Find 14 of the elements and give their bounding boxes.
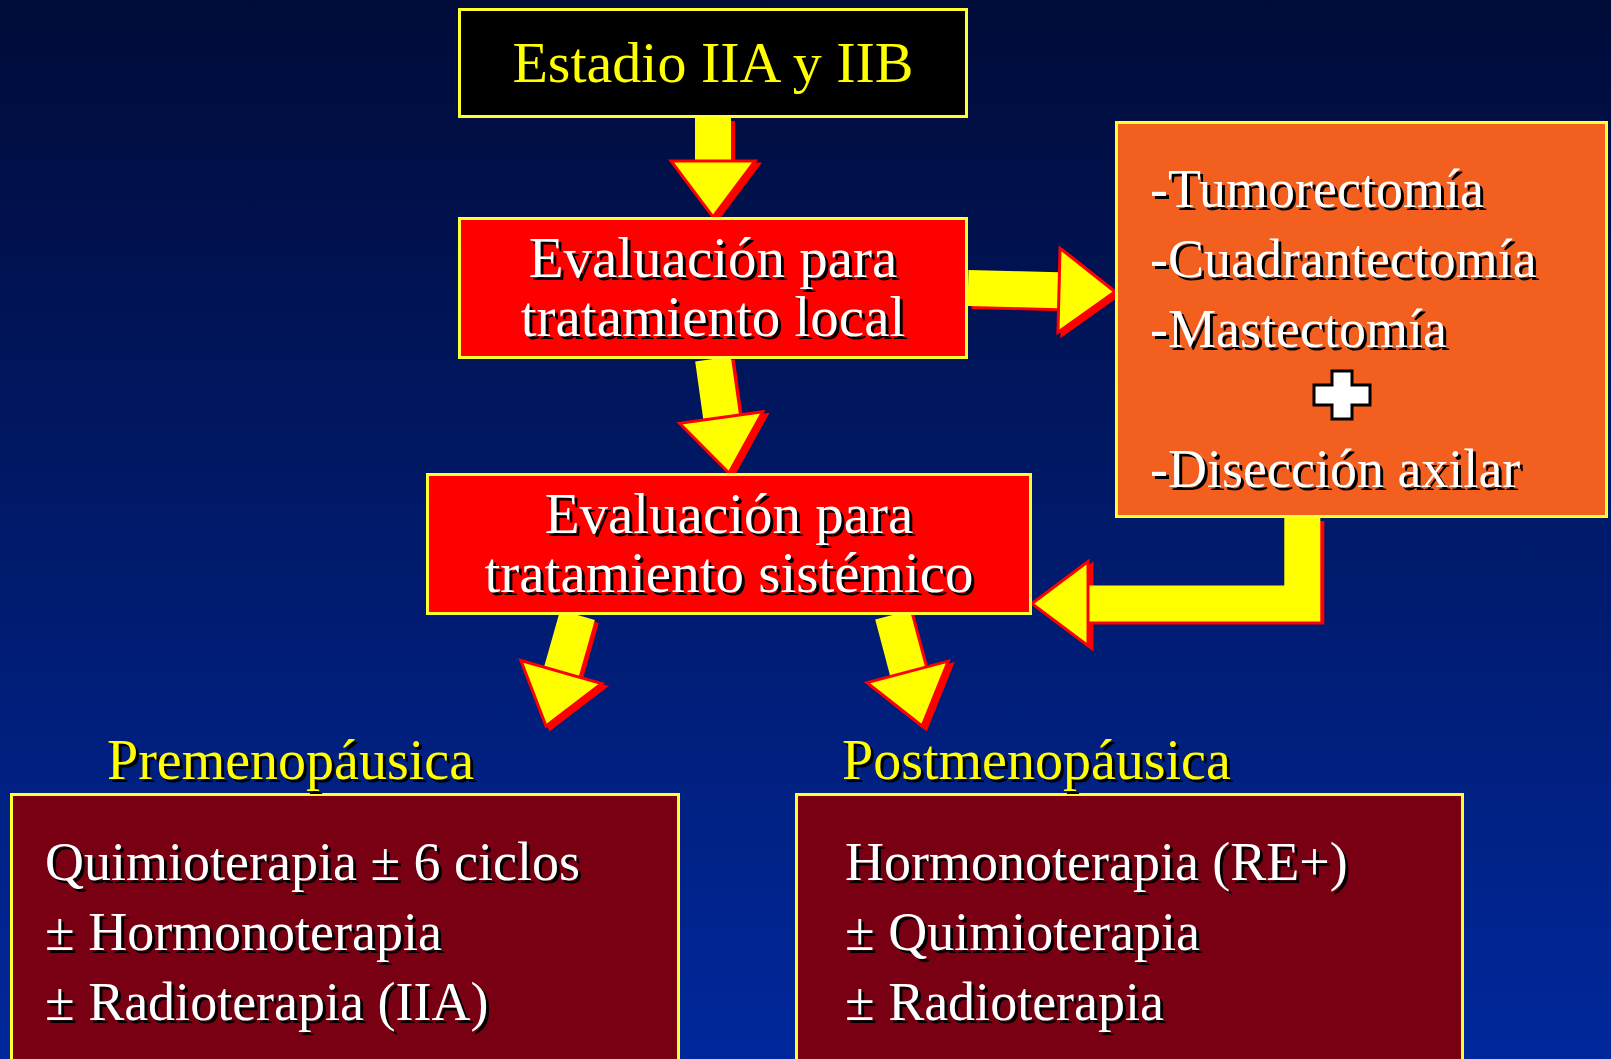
node-label: Estadio IIA y IIB	[511, 33, 915, 93]
block-arrow	[669, 118, 757, 219]
block-arrow	[967, 246, 1117, 334]
procedure-item: -Disección axilar	[1150, 442, 1521, 496]
procedure-item: -Tumorectomía	[1150, 162, 1484, 216]
block-arrow	[1030, 518, 1321, 648]
node-label: Evaluación para tratamiento sistémico	[483, 485, 975, 603]
procedure-box	[1115, 121, 1608, 518]
procedure-item: -Cuadrantectomía	[1150, 232, 1537, 286]
procedure-item: -Mastectomía	[1150, 302, 1447, 356]
stage-box	[458, 8, 968, 118]
process-box	[458, 217, 968, 359]
process-box	[426, 473, 1032, 615]
node-label: Evaluación para tratamiento local	[519, 229, 907, 347]
